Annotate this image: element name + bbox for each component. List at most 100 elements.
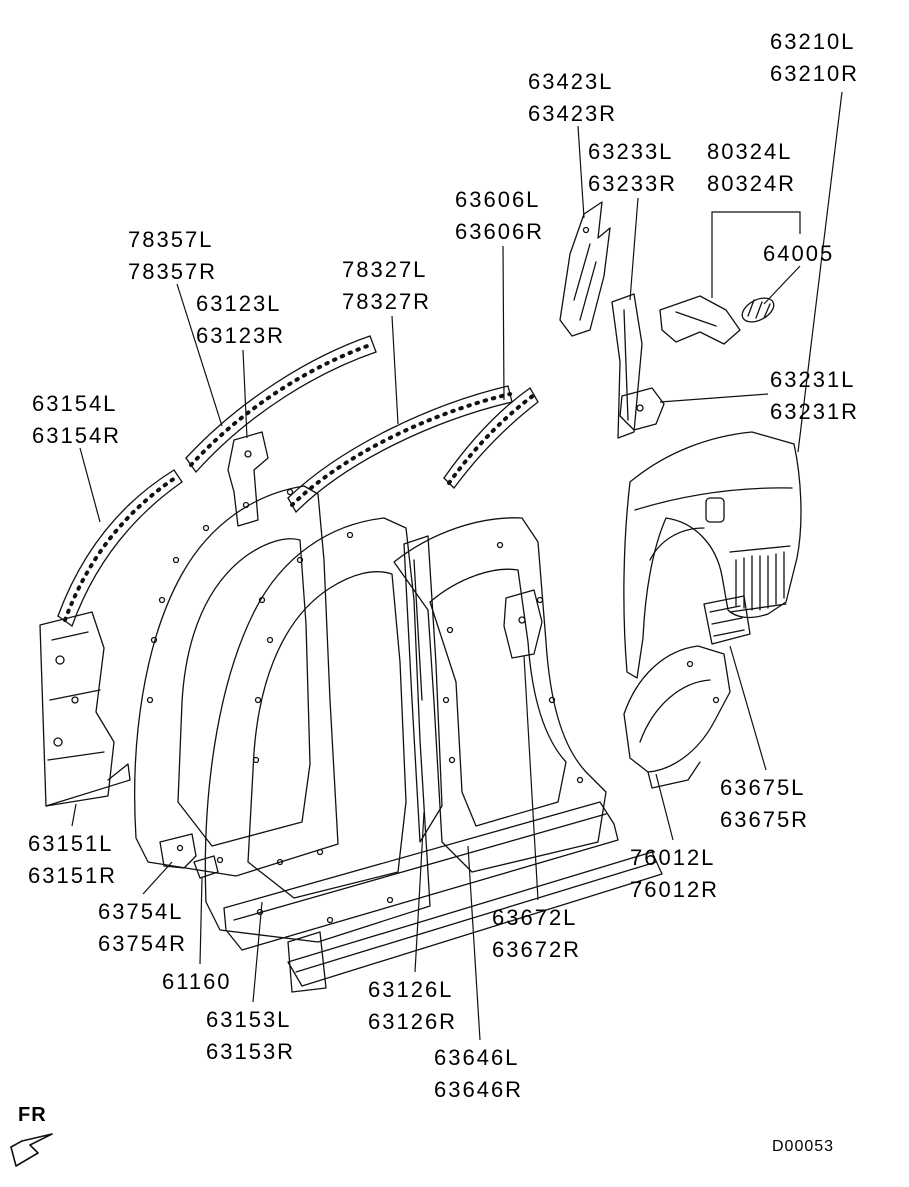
leader-63672 — [523, 655, 539, 901]
label-78327: 78327L 78327R — [342, 254, 431, 318]
label-63153: 63153L 63153R — [206, 1004, 295, 1068]
leader-63151 — [71, 803, 77, 827]
part-plate-63675 — [703, 595, 751, 645]
leader-lines — [71, 91, 843, 1041]
part-bracket-63123 — [227, 431, 269, 527]
part-number: 63606L — [455, 187, 541, 212]
part-number: 63126L — [368, 977, 454, 1002]
label-63123: 63123L 63123R — [196, 288, 285, 352]
part-body-side-outer — [204, 517, 431, 943]
part-number: 63423R — [528, 101, 618, 126]
part-sill-inner — [223, 801, 619, 951]
part-rail-63606 — [443, 387, 539, 489]
part-number: 63233L — [588, 139, 674, 164]
label-63423: 63423L 63423R — [528, 66, 617, 130]
part-number: 63151R — [28, 863, 118, 888]
part-grommet-64005 — [741, 297, 775, 323]
part-clip-61160 — [193, 855, 219, 879]
part-number: 63123R — [196, 323, 286, 348]
part-strip-63233 — [611, 293, 643, 439]
label-76012: 76012L 76012R — [630, 842, 719, 906]
label-63126: 63126L 63126R — [368, 974, 457, 1038]
drawing-code: D00053 — [772, 1138, 835, 1155]
leader-63423 — [577, 125, 585, 219]
part-number: 63606R — [455, 219, 545, 244]
leader-63754 — [142, 861, 173, 895]
part-bracket-63754 — [159, 833, 197, 869]
part-number: 63675R — [720, 807, 810, 832]
leader-63606 — [502, 245, 505, 401]
part-sill-outer — [287, 851, 663, 993]
part-number: 61160 — [162, 969, 232, 994]
part-number: 63646R — [434, 1077, 524, 1102]
part-quarter-inner — [393, 517, 607, 873]
label-80324: 80324L 80324R — [707, 136, 796, 200]
leader-80324 — [711, 211, 801, 298]
part-number: 63231L — [770, 367, 856, 392]
leader-63231 — [659, 393, 769, 403]
part-bracket-63231 — [619, 387, 665, 431]
part-number: 78327L — [342, 257, 428, 282]
part-number: 63126R — [368, 1009, 458, 1034]
part-number: 76012L — [630, 845, 716, 870]
part-number: 63154R — [32, 423, 122, 448]
label-63231: 63231L 63231R — [770, 364, 859, 428]
part-number: 63754L — [98, 899, 184, 924]
label-63672: 63672L 63672R — [492, 902, 581, 966]
label-61160: 61160 — [162, 966, 232, 998]
fr-arrow-icon — [10, 1133, 53, 1167]
part-number: 63210R — [770, 61, 860, 86]
part-number: 63646L — [434, 1045, 520, 1070]
part-number: 63154L — [32, 391, 118, 416]
part-number: 63672L — [492, 905, 578, 930]
fr-label: FR — [18, 1104, 47, 1126]
part-number: 78357L — [128, 227, 214, 252]
part-number: 63231R — [770, 399, 860, 424]
part-rail-63154 — [57, 469, 183, 627]
part-rail-78327 — [287, 385, 513, 513]
leader-63154 — [79, 447, 101, 523]
part-bracket-80324 — [659, 295, 741, 345]
part-number: 80324L — [707, 139, 793, 164]
part-number: 80324R — [707, 171, 797, 196]
label-78357: 78357L 78357R — [128, 224, 217, 288]
part-center-pillar — [403, 535, 443, 843]
part-body-side-inner — [134, 485, 339, 877]
leader-63646 — [467, 845, 481, 1041]
part-panel-63423 — [559, 201, 611, 337]
part-number: 63675L — [720, 775, 806, 800]
label-63210: 63210L 63210R — [770, 26, 859, 90]
leader-64005 — [763, 265, 801, 305]
part-number: 63423L — [528, 69, 614, 94]
label-63606: 63606L 63606R — [455, 184, 544, 248]
label-63151: 63151L 63151R — [28, 828, 117, 892]
part-rail-78357 — [185, 335, 377, 473]
leader-78327 — [391, 315, 399, 425]
part-number: 78327R — [342, 289, 432, 314]
part-bracket-63672 — [503, 589, 543, 659]
label-63754: 63754L 63754R — [98, 896, 187, 960]
leader-76012 — [655, 773, 674, 841]
part-number: 76012R — [630, 877, 720, 902]
part-number: 63123L — [196, 291, 282, 316]
part-number: 63672R — [492, 937, 582, 962]
label-63154: 63154L 63154R — [32, 388, 121, 452]
leader-61160 — [199, 877, 203, 965]
part-number: 63233R — [588, 171, 678, 196]
part-cowl-side-panel — [39, 611, 131, 807]
part-wheelhouse — [623, 645, 731, 789]
part-number: 64005 — [763, 241, 835, 266]
leader-63233 — [629, 197, 639, 301]
leader-63126 — [414, 811, 425, 973]
car-body-drawing — [39, 201, 802, 993]
label-63646: 63646L 63646R — [434, 1042, 523, 1106]
leader-63210 — [797, 91, 843, 453]
part-quarter-panel — [623, 431, 802, 679]
leader-63153 — [252, 901, 263, 1003]
part-number: 63153L — [206, 1007, 292, 1032]
leader-63123 — [242, 349, 248, 439]
part-number: 63210L — [770, 29, 856, 54]
part-number: 63151L — [28, 831, 114, 856]
